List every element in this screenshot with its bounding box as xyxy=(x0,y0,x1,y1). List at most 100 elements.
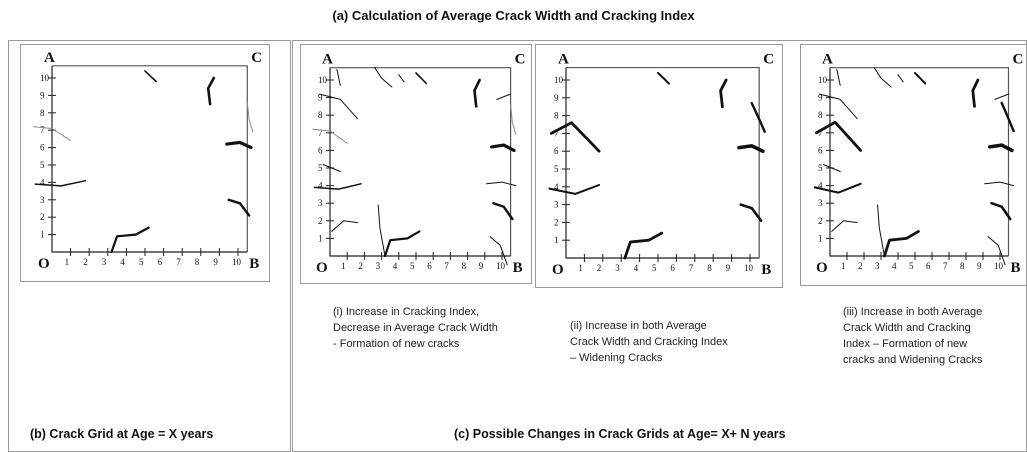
y-axis-tick-label: 4 xyxy=(318,181,323,191)
corner-label-b: B xyxy=(513,260,523,276)
crack-line xyxy=(990,201,1012,221)
y-axis-tick-label: 5 xyxy=(318,163,323,173)
x-axis-tick-label: 3 xyxy=(102,257,107,267)
y-axis-tick-label: 2 xyxy=(818,216,823,226)
x-axis-tick-label: 8 xyxy=(462,261,467,271)
x-axis-tick-label: 6 xyxy=(926,261,931,271)
y-axis-tick-label: 2 xyxy=(554,217,559,227)
crack-line xyxy=(819,93,858,120)
y-axis-tick-label: 10 xyxy=(40,73,50,83)
x-axis-tick-label: 4 xyxy=(892,261,897,271)
x-axis-tick-label: 8 xyxy=(960,261,965,271)
x-axis-tick-label: 5 xyxy=(410,261,415,271)
y-axis-tick-label: 1 xyxy=(318,233,323,243)
x-axis-tick-label: 6 xyxy=(427,261,432,271)
y-axis-tick-label: 7 xyxy=(554,128,559,138)
crack-line xyxy=(822,164,841,172)
y-axis-tick-label: 4 xyxy=(554,182,559,192)
crack-line xyxy=(737,144,765,153)
x-axis-tick-label: 8 xyxy=(195,257,200,267)
y-axis-tick-label: 9 xyxy=(40,90,45,100)
x-axis-tick-label: 10 xyxy=(496,261,506,271)
y-axis-tick-label: 6 xyxy=(818,145,823,155)
y-axis-tick-label: 6 xyxy=(554,146,559,156)
panel-c-caption: (c) Possible Changes in Crack Grids at A… xyxy=(454,427,786,441)
corner-label-a: A xyxy=(822,52,833,68)
x-axis-tick-label: 4 xyxy=(634,263,639,273)
crack-line xyxy=(836,68,841,86)
corner-label-c: C xyxy=(515,52,526,68)
y-axis-tick-label: 8 xyxy=(318,110,323,120)
crack-line xyxy=(987,236,1006,266)
crack-line xyxy=(374,67,393,88)
y-axis-tick-label: 3 xyxy=(818,198,823,208)
crack-line xyxy=(1000,101,1015,133)
y-axis-tick-label: 9 xyxy=(554,93,559,103)
x-axis-tick-label: 3 xyxy=(376,261,381,271)
crack-line xyxy=(877,204,885,257)
y-axis-tick-label: 7 xyxy=(40,125,45,135)
crack-line xyxy=(377,204,386,257)
x-axis-tick-label: 3 xyxy=(875,261,880,271)
panel-c-grid-frame-2 xyxy=(535,44,783,288)
grid-border xyxy=(566,66,760,258)
crack-line xyxy=(490,143,516,153)
corner-label-c: C xyxy=(251,50,262,66)
crack-line xyxy=(110,226,150,254)
crack-line xyxy=(331,220,358,232)
corner-label-c: C xyxy=(1013,52,1024,68)
y-axis-tick-label: 8 xyxy=(40,108,45,118)
y-axis-tick-label: 2 xyxy=(318,216,323,226)
scenario-3-label: (iii) Increase in both Average Crack Wid… xyxy=(843,306,983,366)
main-title: (a) Calculation of Average Crack Width a… xyxy=(332,8,695,23)
y-axis-tick-label: 6 xyxy=(318,145,323,155)
scenario-2-label: (ii) Increase in both Average Crack Widt… xyxy=(570,320,728,364)
crack-line xyxy=(719,78,728,109)
y-axis-tick-label: 4 xyxy=(40,177,45,187)
y-axis-tick-label: 3 xyxy=(318,198,323,208)
corner-label-b: B xyxy=(761,262,771,278)
grid-axes xyxy=(329,67,511,257)
y-axis-tick-label: 5 xyxy=(818,163,823,173)
corner-label-a: A xyxy=(322,52,333,68)
x-axis-tick-label: 2 xyxy=(83,257,88,267)
crack-line xyxy=(883,229,920,258)
x-axis-tick-label: 9 xyxy=(479,261,484,271)
x-axis-tick-label: 5 xyxy=(652,263,657,273)
scenario-1-label: (i) Increase in Cracking Index, Decrease… xyxy=(333,306,498,350)
y-axis-tick-label: 7 xyxy=(318,128,323,138)
crack-line xyxy=(510,104,517,136)
grid-axes xyxy=(829,67,1009,257)
corner-label-o: O xyxy=(316,260,328,276)
x-axis-tick-label: 2 xyxy=(597,263,602,273)
x-axis-tick-label: 1 xyxy=(341,261,346,271)
crack-line xyxy=(657,71,670,85)
corner-label-o: O xyxy=(816,260,828,276)
x-axis-tick-label: 1 xyxy=(578,263,583,273)
crack-line xyxy=(312,128,348,144)
grid-border xyxy=(330,67,512,256)
corner-label-b: B xyxy=(249,256,259,272)
x-axis-tick-label: 9 xyxy=(213,257,218,267)
grid-axes xyxy=(51,65,248,253)
x-axis-tick-label: 10 xyxy=(994,261,1004,271)
x-axis-tick-label: 7 xyxy=(689,263,694,273)
grid-axes xyxy=(565,67,760,259)
x-axis-tick-label: 7 xyxy=(943,261,948,271)
corner-label-c: C xyxy=(763,52,774,68)
x-axis-tick-label: 1 xyxy=(65,257,70,267)
crack-line xyxy=(548,184,601,195)
corner-label-a: A xyxy=(44,50,55,66)
crack-line xyxy=(739,203,763,222)
y-axis-tick-label: 7 xyxy=(818,128,823,138)
crack-line xyxy=(831,220,858,232)
corner-label-b: B xyxy=(1011,260,1021,276)
x-axis-tick-label: 2 xyxy=(358,261,363,271)
y-axis-tick-label: 10 xyxy=(318,75,328,85)
crack-line xyxy=(227,198,251,217)
panel-b-caption: (b) Crack Grid at Age = X years xyxy=(30,427,214,441)
crack-line xyxy=(398,74,405,83)
x-axis-tick-label: 5 xyxy=(139,257,144,267)
y-axis-tick-label: 4 xyxy=(818,181,823,191)
